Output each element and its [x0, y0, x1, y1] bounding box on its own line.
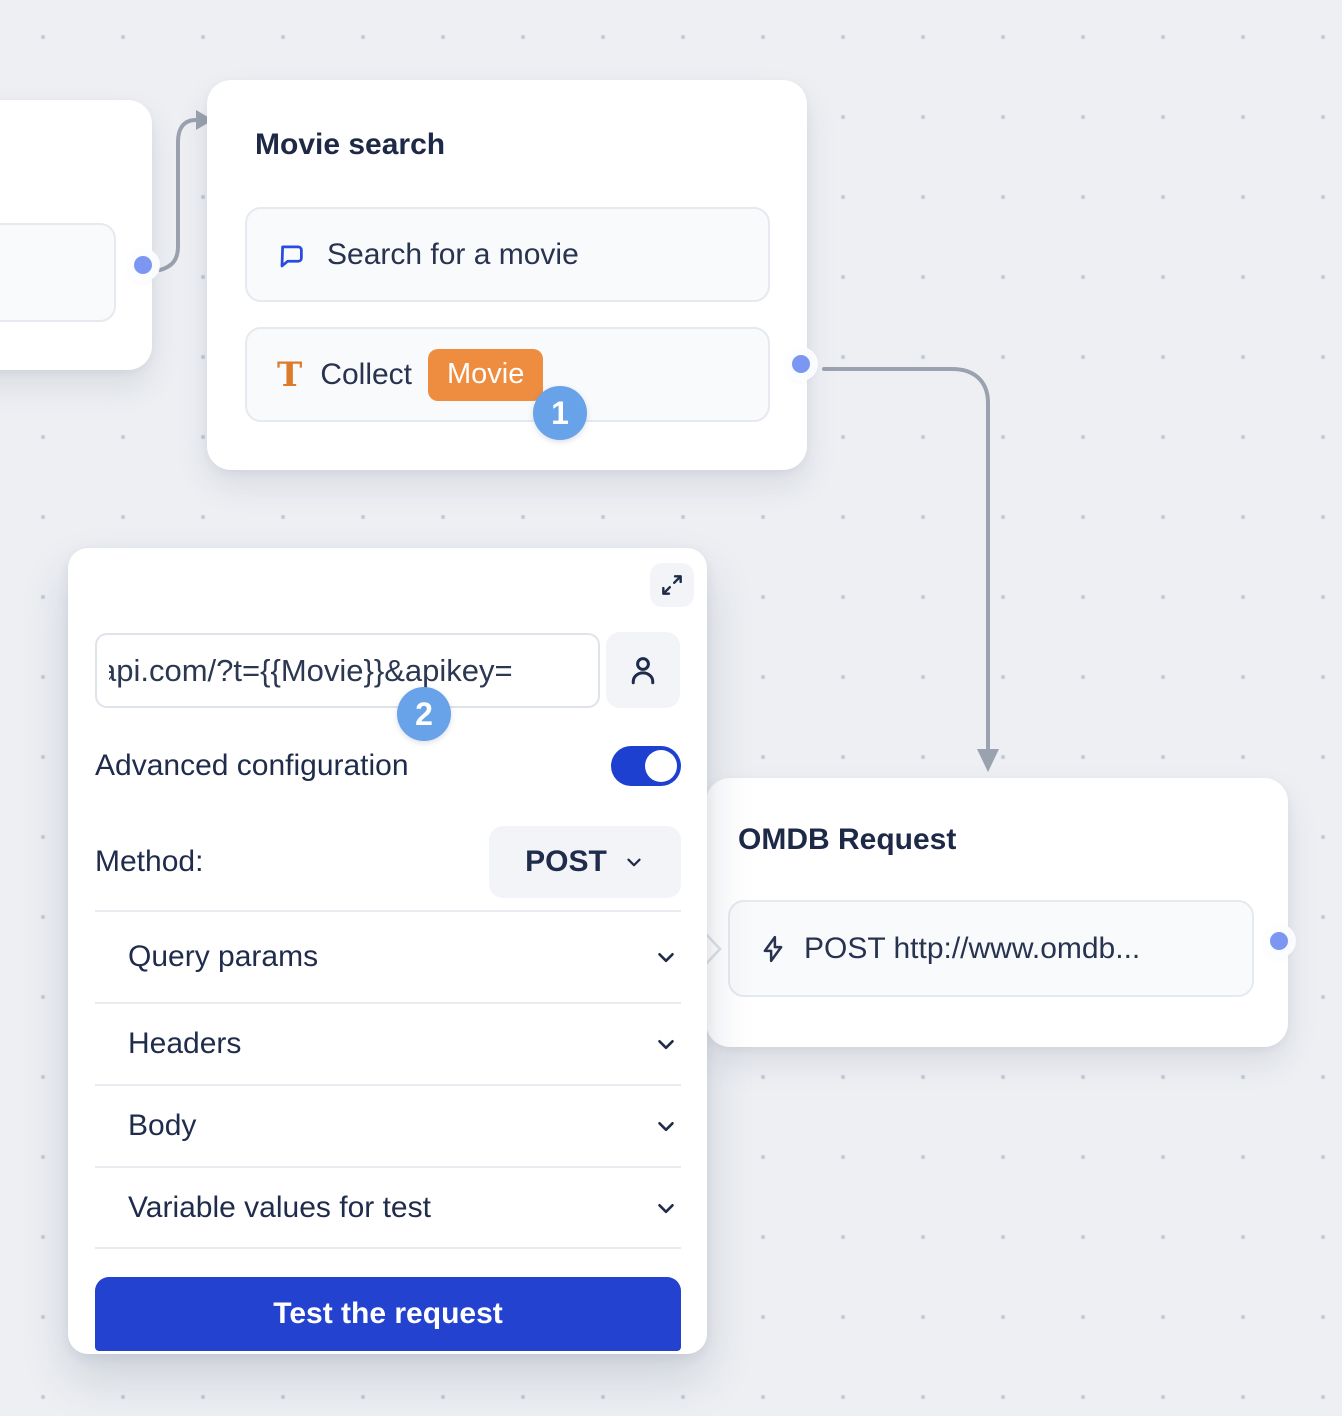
method-row: Method: POST: [95, 826, 681, 898]
test-request-button[interactable]: Test the request: [95, 1277, 681, 1351]
advanced-configuration-toggle[interactable]: [611, 746, 681, 786]
output-port-movie-node[interactable]: [792, 355, 810, 373]
output-port-left-node[interactable]: [134, 256, 152, 274]
section-label: Headers: [128, 1027, 242, 1060]
chat-bubble-icon: [277, 240, 307, 270]
toggle-knob: [645, 750, 677, 782]
step-badge-1: 1: [533, 386, 587, 440]
method-select[interactable]: POST: [489, 826, 681, 898]
section-label: Variable values for test: [128, 1190, 431, 1224]
lightning-icon: [758, 934, 788, 964]
chevron-down-icon: [627, 858, 641, 867]
output-port-omdb-node[interactable]: [1270, 932, 1288, 950]
section-headers[interactable]: Headers: [95, 1002, 681, 1084]
section-label: Body: [128, 1109, 197, 1142]
user-variable-button[interactable]: [606, 632, 680, 708]
partial-node[interactable]: [0, 100, 152, 370]
method-label: Method:: [95, 845, 204, 878]
arrowhead-right: [196, 110, 213, 130]
edge-left-to-movie: [158, 118, 198, 272]
section-query-params[interactable]: Query params: [95, 910, 681, 1002]
user-icon: [631, 657, 655, 685]
node-title: OMDB Request: [738, 823, 957, 856]
webhook-config-panel: Advanced configuration Method: POST Quer…: [68, 548, 707, 1354]
webhook-block[interactable]: POST http://www.omdb...: [728, 900, 1254, 997]
chevron-down-icon: [658, 1039, 674, 1050]
section-label: Query params: [128, 940, 319, 973]
advanced-configuration-label: Advanced configuration: [95, 749, 409, 782]
block-label: Collect: [320, 357, 413, 391]
node-title: Movie search: [255, 128, 446, 161]
chevron-down-icon: [658, 952, 674, 963]
expand-button[interactable]: [650, 563, 694, 607]
method-value: POST: [525, 845, 607, 878]
movie-search-node[interactable]: Movie search Search for a movie T Collec…: [207, 80, 807, 470]
section-variable-values[interactable]: Variable values for test: [95, 1166, 681, 1249]
chevron-down-icon: [658, 1203, 674, 1213]
collect-input-block[interactable]: T Collect Movie: [245, 327, 770, 422]
text-collect-icon: T: [277, 354, 303, 395]
collapsible-sections: Query params Headers Body Variable value…: [95, 910, 681, 1249]
step-badge-2: 2: [397, 687, 451, 741]
expand-icon: [662, 575, 682, 595]
url-input[interactable]: [95, 633, 600, 708]
input-port-omdb-node[interactable]: [700, 928, 726, 970]
partial-node-item[interactable]: [0, 223, 116, 322]
message-block[interactable]: Search for a movie: [245, 207, 770, 302]
edge-movie-to-omdb: [822, 367, 990, 752]
arrowhead-down: [977, 749, 999, 772]
section-body[interactable]: Body: [95, 1084, 681, 1166]
variable-badge[interactable]: Movie: [428, 348, 544, 401]
block-label: POST http://www.omdb...: [804, 931, 1141, 965]
omdb-request-node[interactable]: OMDB Request POST http://www.omdb...: [706, 778, 1288, 1047]
block-label: Search for a movie: [327, 237, 579, 271]
chevron-down-icon: [658, 1121, 674, 1132]
advanced-configuration-row: Advanced configuration: [95, 744, 681, 788]
